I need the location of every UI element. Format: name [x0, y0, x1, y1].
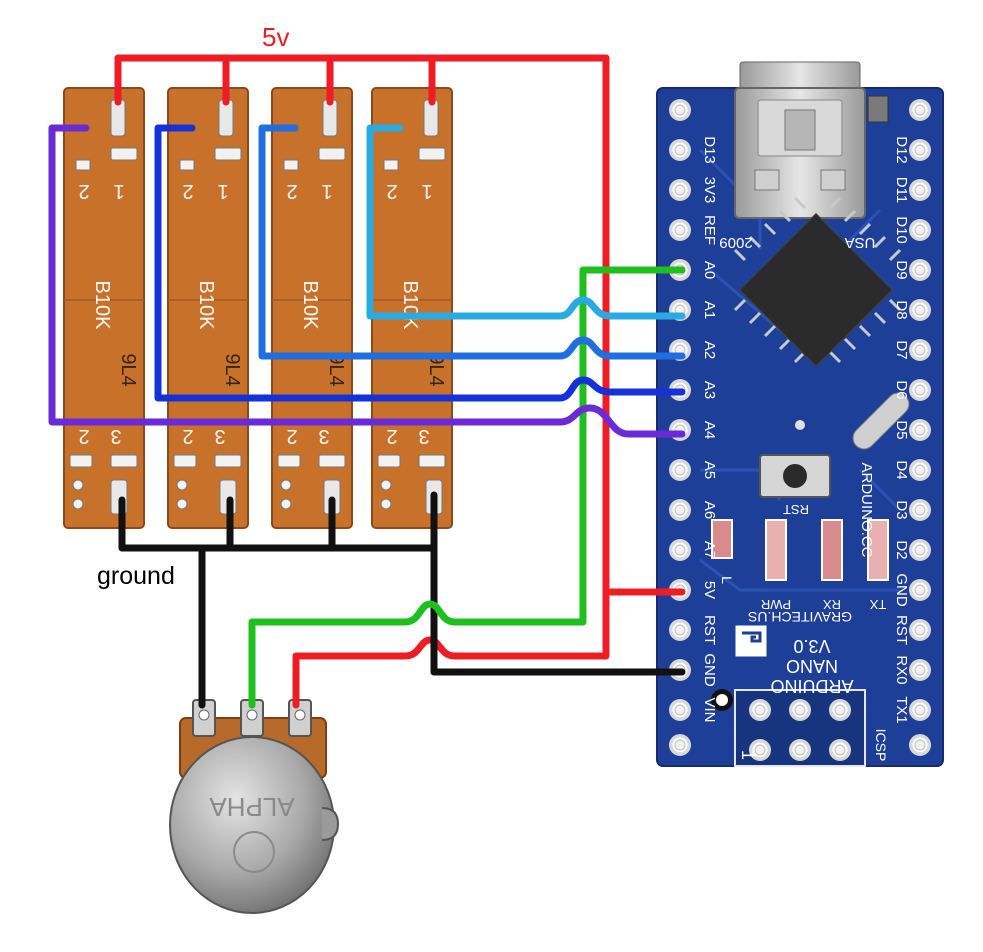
pin-label-d9: D9: [893, 260, 910, 279]
pin-label-rst-right: RST: [893, 615, 910, 645]
pin-label-5v: 5V: [701, 581, 718, 599]
pin-label-rst: RST: [701, 615, 718, 645]
pin-2-label: 2: [182, 180, 193, 202]
board-silkscreen: 2009 USA RST ARDUINO.CC L PWR RX TX GRAV…: [719, 234, 889, 761]
atmega-chip: [733, 196, 902, 430]
reset-button[interactable]: [759, 454, 831, 498]
board-line-2: NANO: [786, 656, 838, 676]
pin-1-label: 1: [217, 180, 228, 202]
pin-2b-label: 2: [386, 425, 397, 447]
pin-label-a6: A6: [701, 501, 718, 519]
pin-label-rx0: RX0: [893, 655, 910, 684]
pin-label-d5: D5: [893, 420, 910, 439]
led-label-rx: RX: [823, 597, 841, 612]
pin-label-d11: D11: [893, 177, 910, 203]
icsp-label: ICSP: [873, 729, 889, 762]
slide-potentiometers: 1 2 3 2 B10K 9L4 1 2 3 2 B10K 9L4: [63, 87, 453, 529]
icsp-header: [711, 689, 866, 767]
pin-label-ref: REF: [701, 215, 718, 245]
pin-1-label: 1: [113, 180, 124, 202]
pin-label-a0: A0: [701, 261, 718, 279]
rotary-potentiometer: ALPHA: [169, 699, 340, 914]
pot-marking-b10k: B10K: [195, 281, 217, 331]
led-label-pwr: PWR: [761, 597, 791, 612]
wire-a0-green: [248, 266, 686, 709]
pot-marking-code: 9L4: [221, 353, 243, 386]
led-label-l: L: [719, 576, 735, 584]
pin-label-gnd: GND: [701, 653, 718, 687]
wire-a1-light-blue: [366, 124, 686, 320]
ground-label: ground: [97, 562, 175, 590]
pin-label-d2: D2: [893, 540, 910, 559]
arduino-nano-board: D13 3V3 REF A0 A1 A2 A3 A4 A5 A6 A7 5V R…: [656, 61, 944, 767]
header-one-label: 1: [738, 750, 758, 760]
crystal: [852, 392, 910, 450]
year-label: 2009: [719, 234, 752, 251]
pin-label-d12: D12: [893, 136, 910, 164]
pin-1-label: 1: [421, 180, 432, 202]
wire-5v-to-rotary: [292, 588, 610, 709]
right-pin-labels: D12 D11 D10 D9 D8 D7 D6 D5 D4 D3 D2 GND …: [893, 136, 910, 724]
pin-label-3v3: 3V3: [701, 177, 718, 204]
pin-3-label: 3: [214, 425, 225, 447]
wire-a2-blue: [258, 124, 686, 360]
wire-ground-4: [430, 491, 686, 676]
pot-marking-code: 9L4: [117, 353, 139, 386]
pin-label-d6: D6: [893, 380, 910, 399]
pin-3-label: 3: [110, 425, 121, 447]
site-label: ARDUINO.CC: [858, 462, 875, 557]
pin-label-d8: D8: [893, 300, 910, 319]
rotary-pot-marking: ALPHA: [209, 792, 295, 822]
pin-2b-label: 2: [182, 425, 193, 447]
pot-marking-code: 9L4: [325, 353, 347, 386]
pin-label-a3: A3: [701, 381, 718, 399]
pin-label-gnd-right: GND: [893, 573, 910, 607]
pin-2b-label: 2: [286, 425, 297, 447]
pin-2-label: 2: [286, 180, 297, 202]
pin-label-d7: D7: [893, 340, 910, 359]
pin-label-d3: D3: [893, 500, 910, 519]
pin-3-label: 3: [418, 425, 429, 447]
pin-label-a4: A4: [701, 421, 718, 439]
wire-5v: [114, 54, 686, 596]
pin-label-a5: A5: [701, 461, 718, 479]
slide-pot-4: 1 2 3 2 B10K 9L4: [371, 87, 453, 529]
country-label: USA: [845, 234, 876, 251]
wire-a4-purple: [48, 124, 686, 438]
slide-pot-2: 1 2 3 2 B10K 9L4: [167, 87, 249, 529]
vcc-label: 5v: [262, 22, 290, 52]
wire-a3-dark-blue: [154, 124, 686, 402]
pin-label-a2: A2: [701, 341, 718, 359]
maker-label: GRAVITECH.US: [748, 609, 852, 625]
pot-marking-code: 9L4: [425, 353, 447, 386]
pin-label-a7: A7: [701, 541, 718, 559]
pin-label-d4: D4: [893, 460, 910, 479]
wires: [48, 54, 686, 709]
pin-label-a1: A1: [701, 301, 718, 319]
rst-label: RST: [783, 502, 809, 517]
pin-2-label: 2: [386, 180, 397, 202]
pin-label-d10: D10: [893, 216, 910, 244]
pin-2b-label: 2: [78, 425, 89, 447]
board-line-1: ARDUINO: [770, 676, 853, 696]
board-line-3: V3.0: [793, 636, 830, 656]
left-pin-labels: D13 3V3 REF A0 A1 A2 A3 A4 A5 A6 A7 5V R…: [701, 136, 718, 722]
pot-marking-b10k: B10K: [399, 281, 421, 331]
pin-1-label: 1: [321, 180, 332, 202]
slide-pot-3: 1 2 3 2 B10K 9L4: [271, 87, 353, 529]
usb-connector: [734, 61, 866, 219]
pin-2-label: 2: [78, 180, 89, 202]
pin-label-d13: D13: [701, 136, 718, 164]
pot-marking-b10k: B10K: [91, 281, 113, 331]
pin-3-label: 3: [318, 425, 329, 447]
status-leds: [711, 519, 889, 581]
led-label-tx: TX: [869, 597, 886, 612]
slide-pot-1: 1 2 3 2 B10K 9L4: [63, 87, 145, 529]
pin-label-vin: VIN: [701, 697, 718, 722]
pin-label-tx1: TX1: [893, 696, 910, 724]
pot-marking-b10k: B10K: [299, 281, 321, 331]
